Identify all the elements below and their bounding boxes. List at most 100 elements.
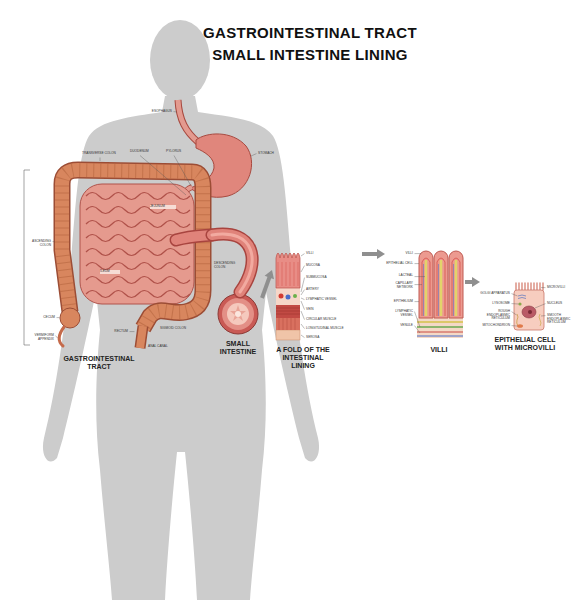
leader-line [415,253,422,254]
gi-tract [86,193,190,200]
part-label: SEROSA [306,336,360,340]
gi-tract [86,235,190,242]
leader-line [301,278,305,292]
part-label: LYMPHATIC VESSEL [306,298,360,302]
lining-fold [276,330,300,340]
gi-tract [59,327,64,346]
part-label: LACTEAL [385,274,413,278]
leader-line [301,298,305,300]
part-label: TRANSVERSE COLON [82,152,122,156]
villi-illustration [417,318,463,338]
gi-tract [24,100,252,348]
leader-line [56,336,58,338]
part-label: VILLI [306,252,360,256]
arrow-head [265,270,274,279]
villi-illustration [417,326,463,328]
lining-fold [286,295,291,300]
villus [434,251,448,318]
gi-tract [140,326,143,348]
part-label: MITOCHONDRION [480,324,510,328]
villus [425,260,428,316]
gi-tract [86,193,190,298]
gi-tract [140,326,143,348]
villus [449,251,463,318]
flow-arrow [465,277,480,287]
intestine-cross-section [218,294,258,334]
part-label: CIRCULAR MUSCLE [306,318,360,322]
leader-line [512,303,519,304]
lining-fold [276,253,300,340]
part-label: ASCENDING COLON [27,240,51,247]
part-label: EPITHELIUM [385,300,413,304]
intestine-cross-section [230,305,246,321]
gi-tract [62,170,203,328]
gi-tract [178,100,198,142]
intestine-cross-section [222,298,254,330]
part-label: ANAL CANAL [148,345,178,349]
leader-line [415,276,426,277]
part-label: DUODENUM [130,150,158,154]
villus [455,260,458,316]
part-label: MICROVILLI [547,286,571,290]
tube-outline [212,234,252,292]
leader-line [541,287,546,288]
panel-caption: SMALL INTESTINE [214,340,262,356]
gi-tract [86,263,190,270]
part-label: MUCOSA [306,264,360,268]
gi-tract [62,170,203,328]
part-label: ARTERY [306,288,360,292]
gi-tract [190,134,252,197]
villus [452,258,460,316]
lining-fold [278,262,298,286]
flow-arrow [262,270,274,298]
flow-arrow [362,249,385,259]
arrow-shaft [362,252,378,256]
part-label: VERMIFORM APPENDIX [28,334,54,341]
part-label: LONGITUDINAL MUSCLE [306,327,360,331]
intestine-cross-section [218,294,258,334]
leader-line [301,254,305,256]
part-label: JEJUNUM [150,205,176,209]
leader-line [174,156,191,187]
epithelial-cell [514,283,544,330]
tube-highlight [212,234,252,292]
epithelial-cell [522,306,536,318]
gi-tract [86,291,190,298]
leader-line [415,312,421,327]
leader-line [415,263,420,264]
part-label: DESCENDING COLON [214,262,238,269]
body-silhouette [150,20,210,100]
leader-line [512,294,518,296]
part-label: SIGMOID COLON [160,327,194,331]
epithelial-cell [518,302,521,305]
leader-line [130,331,135,332]
part-label: SUBMUCOSA [306,276,360,280]
lining-fold [279,318,295,330]
gi-tract [24,170,30,345]
villus [434,251,448,318]
arrow-shaft [465,280,473,284]
part-label: CAPILLARY NETWORK [385,282,413,289]
villus [423,264,424,316]
villus [440,260,443,316]
part-label: CECUM [35,316,55,320]
part-label: EPITHELIAL CELL [385,262,413,266]
epithelial-cell [517,314,518,326]
part-label: SMOOTH ENDOPLASMIC RETICULUM [547,314,571,325]
villi-illustration [417,332,463,333]
diagram-title: GASTROINTESTINAL TRACT SMALL INTESTINE L… [180,22,440,66]
gi-tract [80,184,194,304]
lining-fold [276,318,300,330]
leader-line [251,154,257,156]
gi-tract [86,249,190,256]
intestine-cross-section [235,311,241,317]
leader-line [301,301,305,310]
leader-line [57,317,60,318]
leader-line [301,290,305,295]
part-label: ROUGH ENDOPLASMIC RETICULUM [480,310,510,321]
villus [449,251,463,318]
leader-line [53,112,546,338]
